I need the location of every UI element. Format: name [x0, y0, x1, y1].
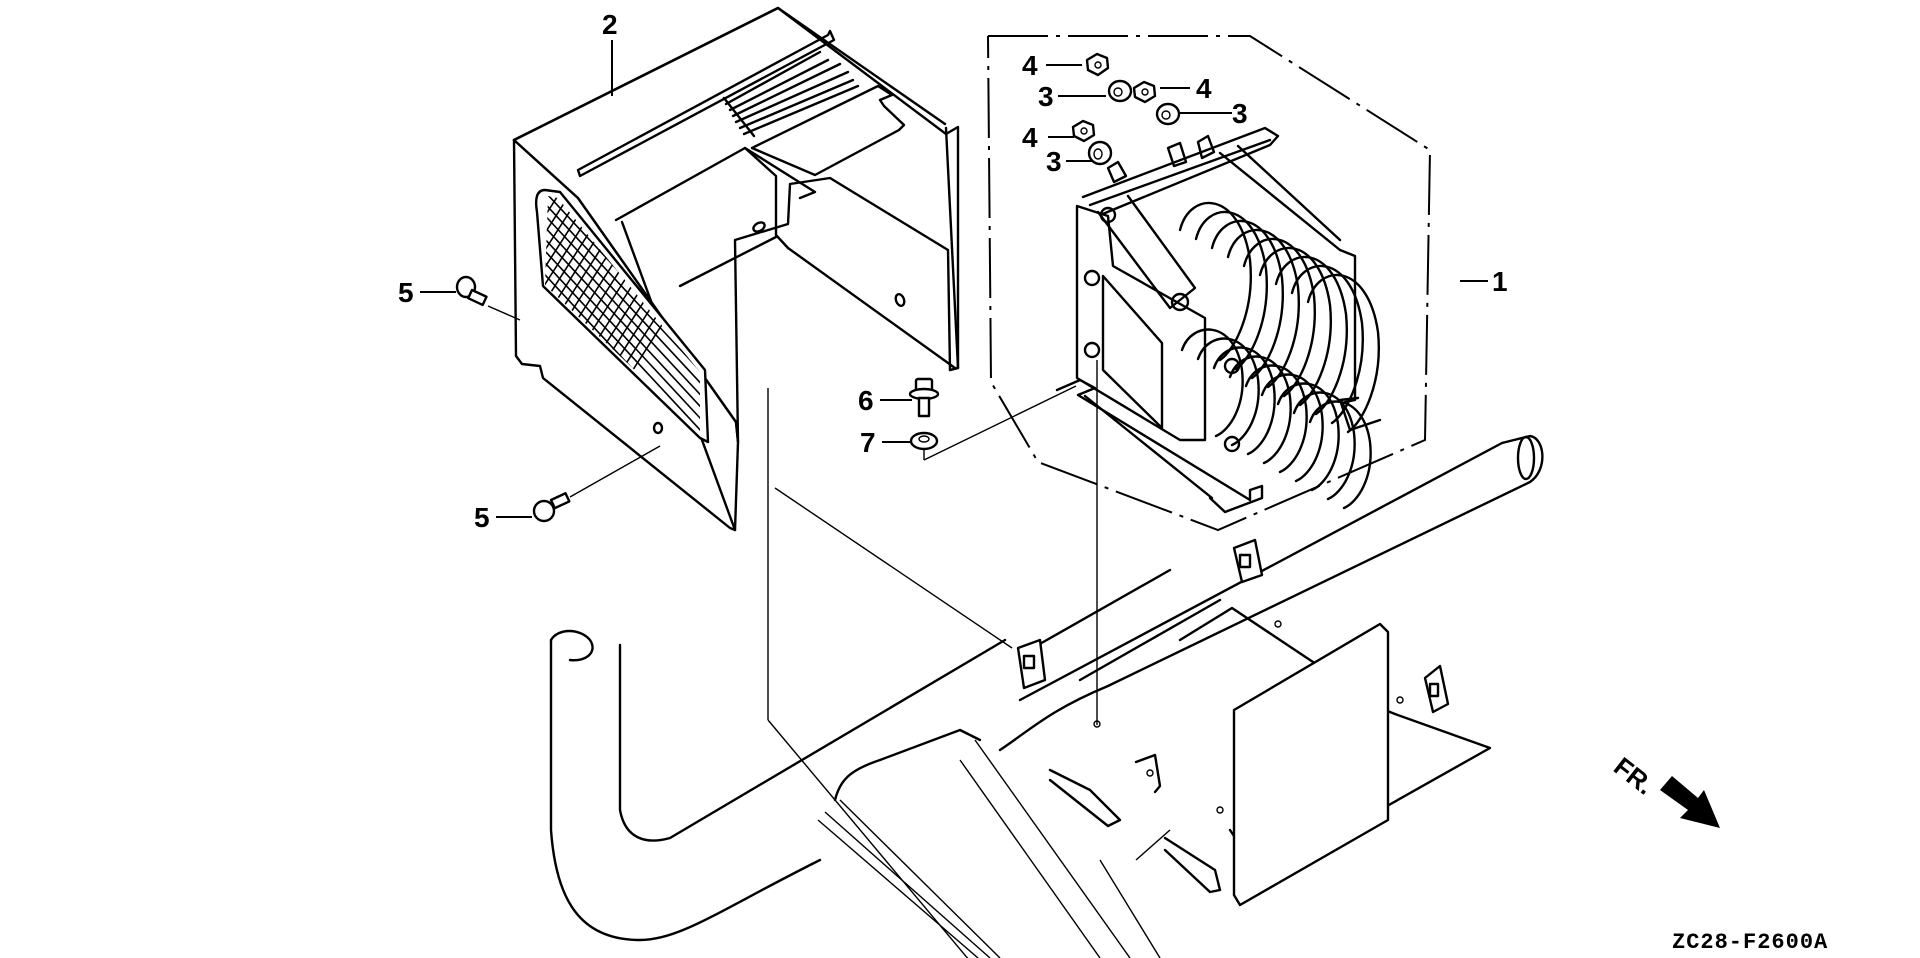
mesh-line	[545, 196, 580, 432]
coil-turn	[1292, 391, 1356, 501]
alignment-lines	[487, 305, 1171, 958]
coil-turn	[1308, 400, 1372, 510]
callout-2: 2	[602, 9, 618, 40]
mesh-line	[545, 196, 700, 432]
front-label: FR.	[1608, 751, 1659, 800]
bolt-part-5b[interactable]	[532, 492, 571, 523]
mesh-line	[545, 196, 591, 432]
mesh-line	[355, 180, 535, 460]
coil-windings	[1178, 201, 1380, 510]
washer-part-3a[interactable]	[1107, 79, 1133, 103]
coil-turn	[1306, 273, 1380, 434]
callout-3b: 3	[1232, 98, 1248, 129]
base-tray	[1016, 538, 1492, 907]
callout-5a: 5	[398, 277, 414, 308]
reactor-part-1[interactable]	[1055, 126, 1382, 514]
mesh-line	[545, 196, 602, 432]
arrow-down-right-icon	[1660, 776, 1720, 828]
figure-code: ZC28-F2600A	[1672, 930, 1828, 955]
front-direction-indicator: FR.	[1608, 751, 1720, 828]
callout-labels: 2 1 4 3 4 3 4 3 5 5 6 7	[398, 9, 1508, 533]
coil-turn	[1276, 382, 1340, 492]
assembly-boundary	[987, 35, 1432, 532]
callout-leaders	[420, 40, 1488, 518]
callout-4b: 4	[1196, 73, 1212, 104]
washer-part-3c[interactable]	[1087, 140, 1113, 166]
callout-6: 6	[858, 385, 874, 416]
coil-turn	[1196, 337, 1260, 447]
vent-ribs	[722, 50, 860, 138]
mesh-line	[311, 180, 491, 460]
washer-part-7[interactable]	[909, 431, 939, 451]
washer-part-3b[interactable]	[1155, 102, 1181, 126]
callout-1: 1	[1492, 266, 1508, 297]
callout-4c: 4	[1022, 122, 1038, 153]
callout-5b: 5	[474, 502, 490, 533]
mesh-line	[545, 196, 700, 432]
mesh-line	[300, 180, 480, 460]
callout-4a: 4	[1022, 50, 1038, 81]
bolt-part-6[interactable]	[908, 377, 940, 418]
frame-tube	[549, 434, 1544, 942]
coil-turn	[1260, 373, 1324, 483]
mesh-line	[545, 196, 700, 432]
nut-part-4a[interactable]	[1085, 52, 1110, 77]
coil-turn	[1212, 346, 1276, 456]
callout-3a: 3	[1038, 81, 1054, 112]
coil-turn	[1244, 364, 1308, 474]
nut-part-4b[interactable]	[1132, 80, 1157, 104]
nut-part-4c[interactable]	[1071, 119, 1096, 143]
callout-3c: 3	[1046, 146, 1062, 177]
callout-7: 7	[860, 427, 876, 458]
mesh-line	[545, 196, 700, 432]
mesh-line	[322, 180, 502, 460]
frame-rails	[817, 728, 1161, 958]
mesh-line	[344, 180, 524, 460]
mesh-line	[545, 196, 700, 432]
mesh-line	[333, 180, 513, 460]
bolt-part-5a[interactable]	[455, 275, 488, 307]
mesh-line	[545, 196, 700, 432]
